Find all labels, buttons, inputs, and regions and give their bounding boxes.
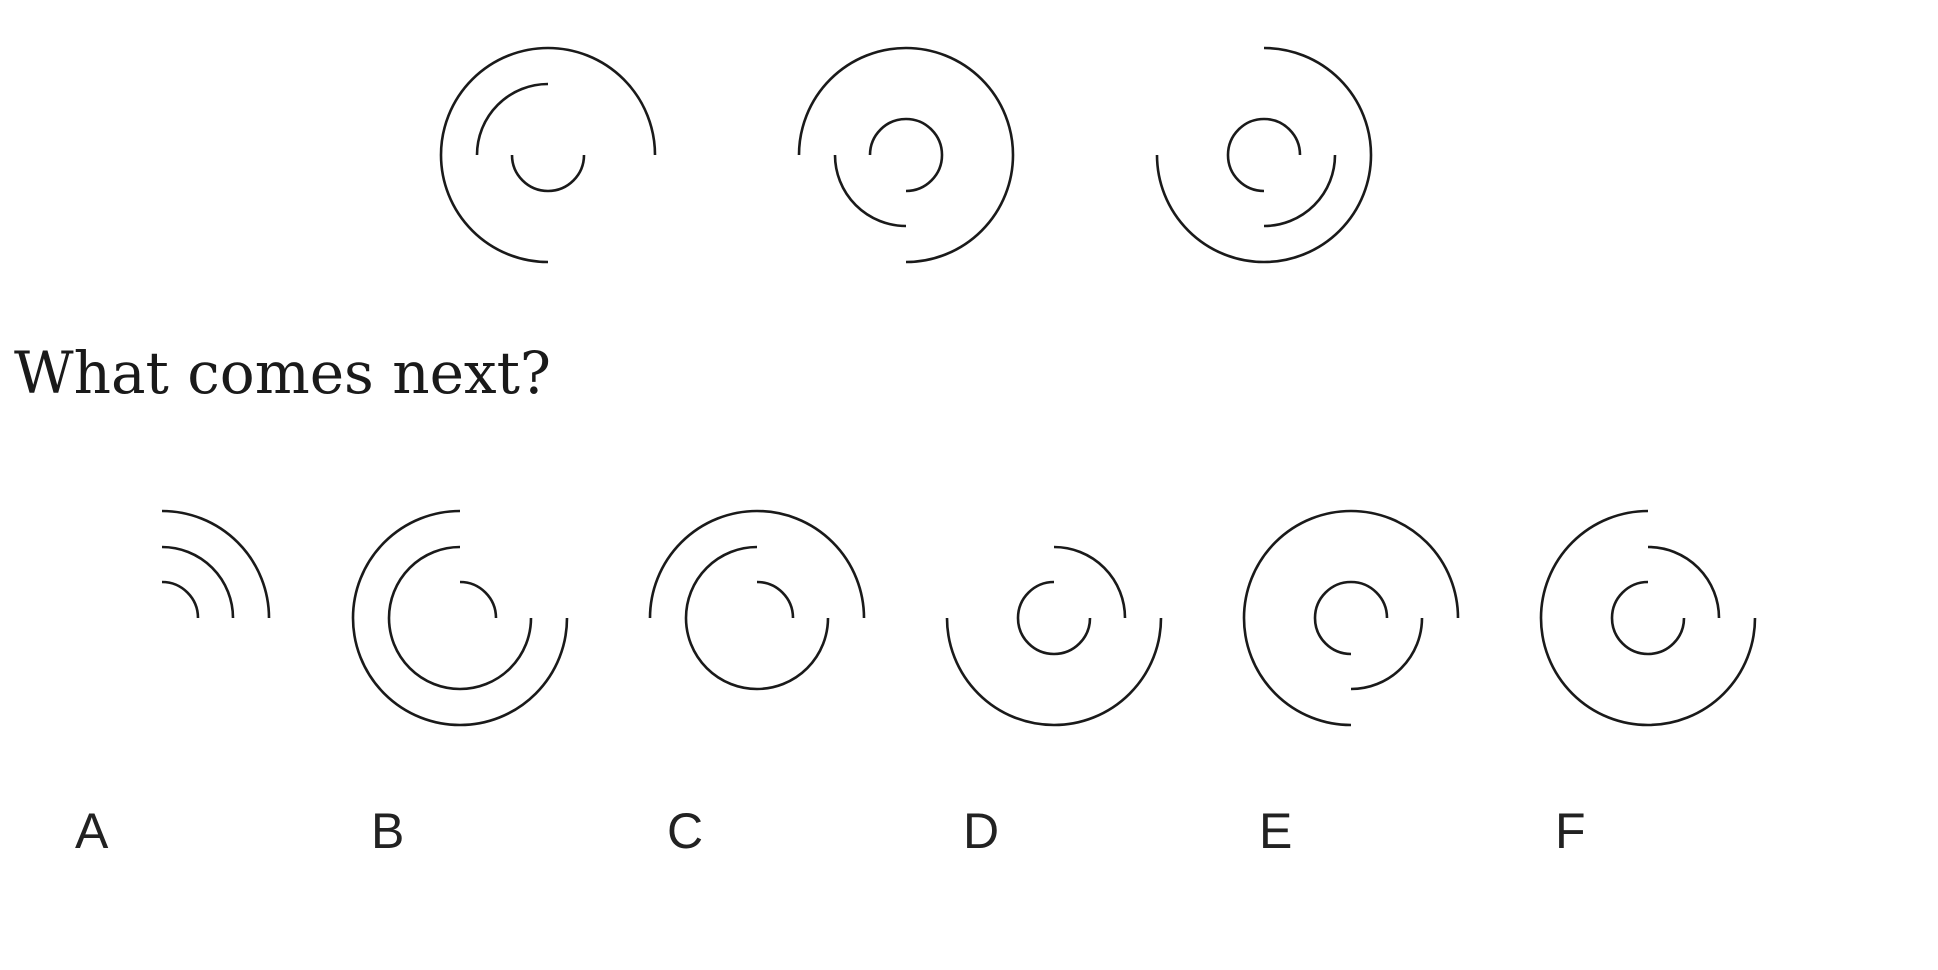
option-figure-f-middle-arc [1647, 545, 1721, 619]
option-figure-e-middle-arc [1350, 617, 1424, 691]
sequence-figure-3-middle-arc [1263, 154, 1337, 228]
sequence-figure-2-middle-arc [833, 154, 907, 228]
option-figure-f-outer-arc [1539, 509, 1757, 727]
sequence-figure-1-middle-arc [475, 82, 549, 156]
sequence-figure-3 [1155, 46, 1373, 264]
option-figure-a [161, 509, 271, 619]
sequence-row [439, 46, 1373, 264]
option-figure-b [351, 509, 569, 727]
option-f-label[interactable]: F [1555, 803, 1586, 859]
option-figure-c [648, 509, 866, 691]
option-figure-a-inner-arc [161, 580, 200, 619]
option-figure-f [1539, 509, 1757, 727]
option-figure-c-inner-arc [756, 580, 795, 619]
option-figure-c-middle-arc [684, 545, 830, 691]
option-e-label[interactable]: E [1259, 803, 1293, 859]
option-figure-d-inner-arc [1016, 580, 1092, 656]
sequence-figure-3-outer-arc [1155, 46, 1373, 264]
sequence-figure-1-outer-arc [439, 46, 657, 264]
option-figure-b-outer-arc [351, 509, 569, 727]
sequence-figure-3-inner-arc [1226, 117, 1302, 193]
option-figure-b-inner-arc [459, 580, 498, 619]
option-figure-e-outer-arc [1242, 509, 1460, 727]
option-figure-a-middle-arc [161, 545, 235, 619]
question-text: What comes next? [14, 339, 552, 407]
option-c-label[interactable]: C [667, 803, 704, 859]
option-figure-e [1242, 509, 1460, 727]
option-d-label[interactable]: D [963, 803, 1000, 859]
sequence-figure-1 [439, 46, 657, 264]
option-figure-e-inner-arc [1313, 580, 1389, 656]
sequence-figure-1-inner-arc [510, 154, 586, 193]
option-figure-d-middle-arc [1053, 545, 1127, 619]
option-figure-b-middle-arc [387, 545, 533, 691]
sequence-figure-2-outer-arc [797, 46, 1015, 264]
option-b-label[interactable]: B [371, 803, 405, 859]
sequence-figure-2 [797, 46, 1015, 264]
option-figure-f-inner-arc [1610, 580, 1686, 656]
option-figure-d-outer-arc [945, 617, 1163, 727]
option-figure-c-outer-arc [648, 509, 866, 619]
option-figure-d [945, 545, 1163, 727]
option-a-label[interactable]: A [75, 803, 109, 859]
sequence-figure-2-inner-arc [868, 117, 944, 193]
options-row [161, 509, 1757, 727]
option-figure-a-outer-arc [161, 509, 271, 619]
